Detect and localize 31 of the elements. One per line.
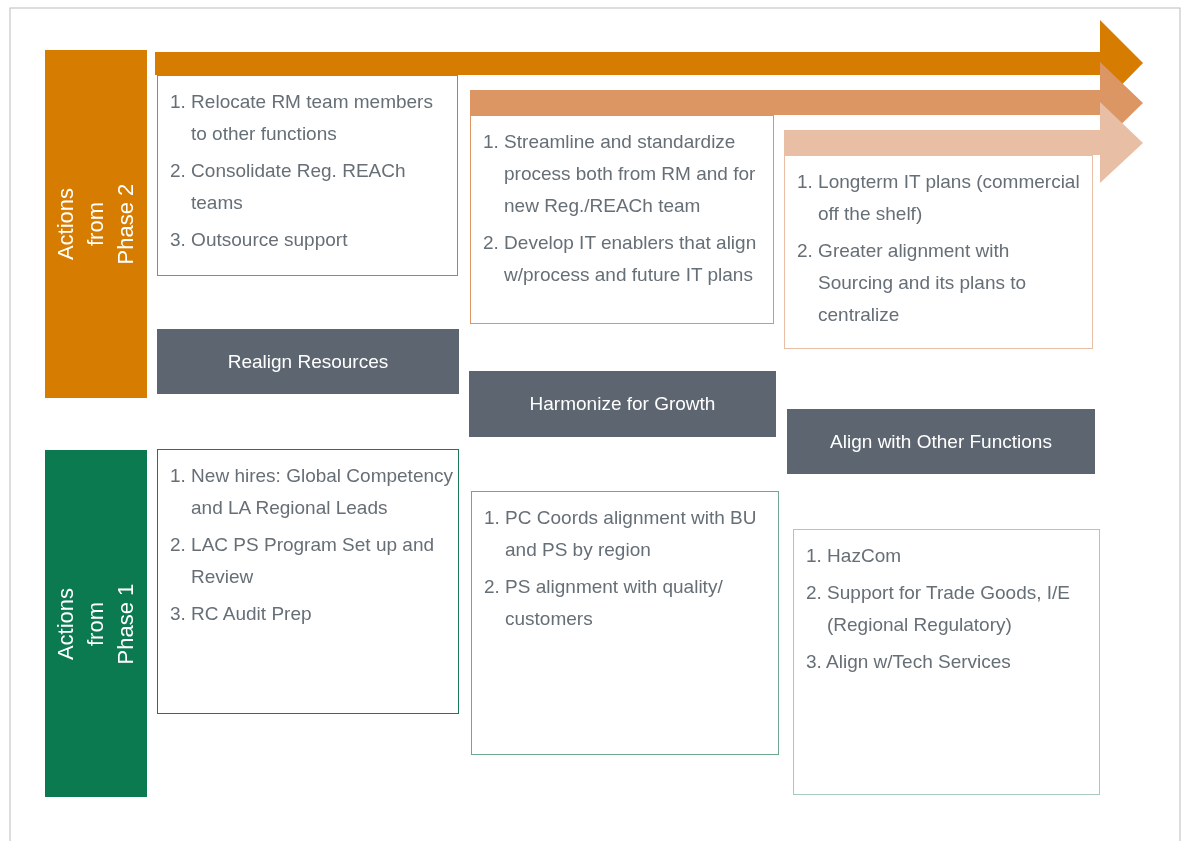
action-box bbox=[793, 529, 1100, 795]
list-item: 2. Develop IT enablers that align w/process and future IT plans bbox=[483, 231, 758, 287]
list-item: 2. Consolidate Reg. REACh teams bbox=[170, 159, 407, 215]
list-item: 1. Longterm IT plans (commercial off the shelf) bbox=[797, 170, 1081, 226]
phase-band bbox=[45, 450, 147, 797]
action-box bbox=[157, 449, 459, 714]
list-item: 1. HazCom bbox=[806, 544, 903, 568]
stage-title: Align with Other Functions bbox=[830, 430, 1052, 453]
list-item: 1. New hires: Global Competency and LA Regional Leads bbox=[170, 464, 454, 520]
list-item: 2. Support for Trade Goods, I/E (Regional Regulatory) bbox=[806, 581, 1072, 637]
list-item: 1. PC Coords alignment with BU and PS by region bbox=[484, 506, 758, 562]
list-item: 1. Relocate RM team members to other functions bbox=[170, 90, 434, 146]
action-box bbox=[157, 75, 458, 276]
action-box bbox=[471, 491, 779, 755]
phase-band bbox=[45, 50, 147, 398]
band-label: Actions from Phase 1 bbox=[52, 582, 139, 666]
action-box bbox=[784, 155, 1093, 349]
list-item: 3. Outsource support bbox=[170, 228, 349, 252]
list-item: 3. Align w/Tech Services bbox=[806, 650, 1012, 674]
action-box bbox=[470, 115, 774, 324]
stage-title: Realign Resources bbox=[227, 350, 389, 373]
list-item: 3. RC Audit Prep bbox=[170, 602, 313, 626]
stage-title: Harmonize for Growth bbox=[529, 393, 716, 415]
list-item: 2. PS alignment with quality/ customers bbox=[484, 575, 724, 631]
stage-header bbox=[787, 409, 1095, 474]
band-label: Actions from Phase 2 bbox=[52, 182, 139, 267]
list-item: 2. Greater alignment with Sourcing and its plans to centralize bbox=[797, 239, 1028, 327]
list-item: 1. Streamline and standardize process both from RM and for new Reg./REACh team bbox=[483, 130, 757, 218]
stage-header bbox=[157, 329, 459, 394]
stage-header bbox=[469, 371, 776, 437]
list-item: 2. LAC PS Program Set up and Review bbox=[170, 533, 436, 589]
